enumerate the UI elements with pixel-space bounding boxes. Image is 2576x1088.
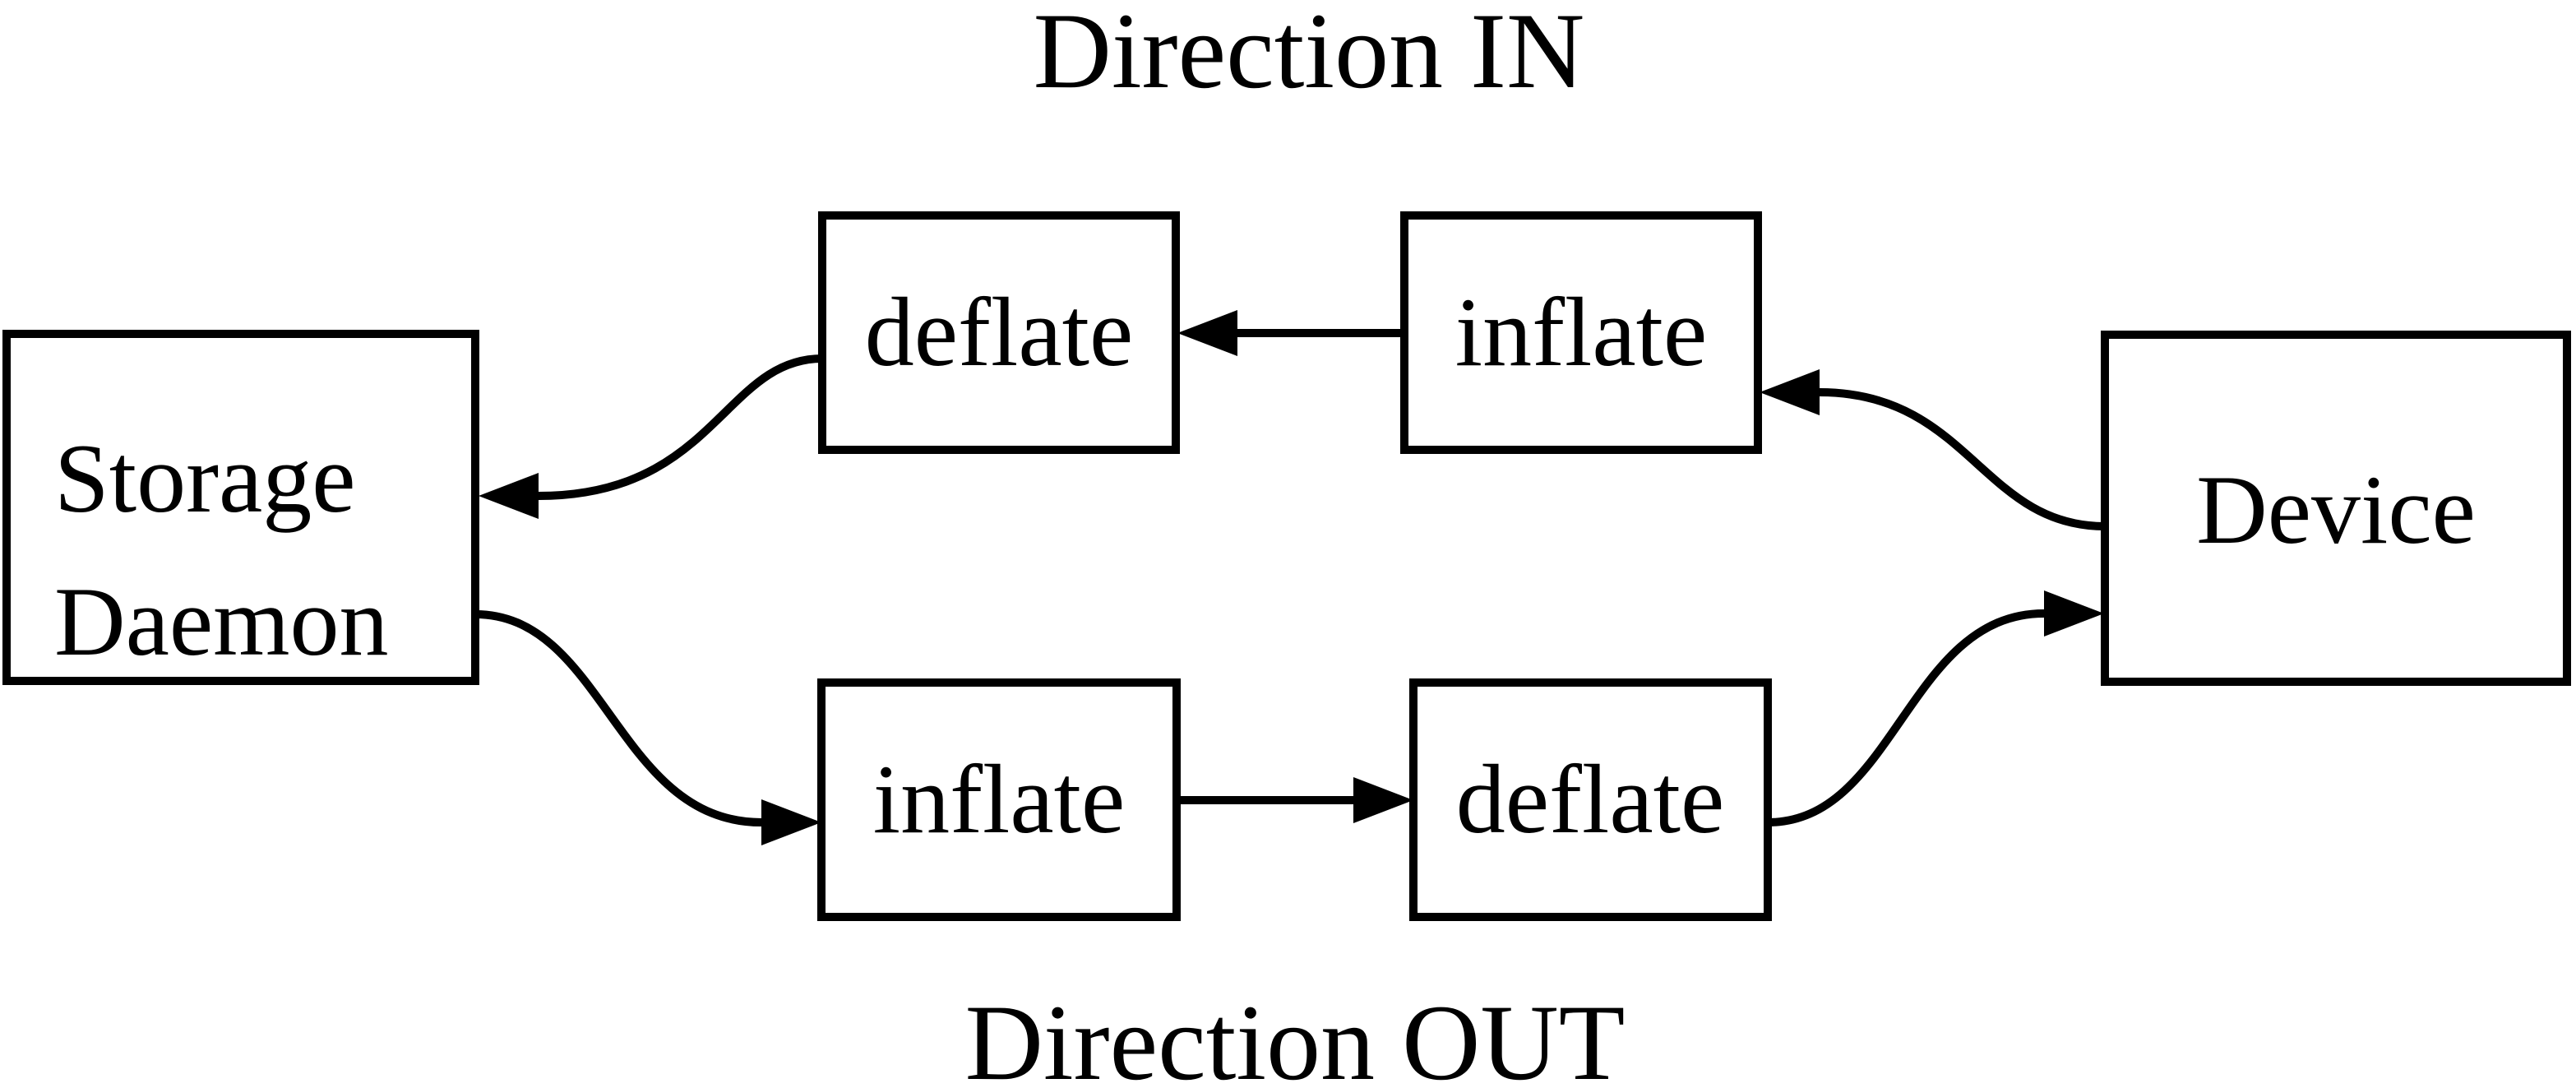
arrowhead-into-inflate-out xyxy=(761,799,821,845)
inflate-in-label: inflate xyxy=(1455,277,1708,387)
direction-in-title: Direction IN xyxy=(1034,0,1585,111)
arrowhead-into-storage-daemon xyxy=(479,473,539,519)
inflate-out-label: inflate xyxy=(873,744,1126,854)
arrow-deflate-in-to-storage-daemon xyxy=(479,354,823,519)
arrowhead-into-deflate-out xyxy=(1353,777,1413,823)
arrowhead-into-deflate-in xyxy=(1177,310,1237,356)
edge-deflate-in-to-storage-daemon xyxy=(538,354,823,500)
storage-daemon-label-line2: Daemon xyxy=(54,567,389,676)
storage-daemon-box: Storage Daemon xyxy=(2,330,479,685)
deflate-out-label: deflate xyxy=(1456,744,1724,854)
arrow-inflate-in-to-deflate-in xyxy=(1177,310,1404,356)
device-rect xyxy=(2101,331,2571,686)
arrowhead-into-device xyxy=(2044,590,2104,637)
inflate-in-box: inflate xyxy=(1400,211,1762,454)
arrow-storage-daemon-to-inflate-out xyxy=(474,610,821,845)
arrow-device-to-inflate-in xyxy=(1760,369,2106,530)
device-label: Device xyxy=(2196,455,2476,564)
deflate-in-box: deflate xyxy=(818,211,1180,454)
deflate-out-rect xyxy=(1409,678,1772,921)
edge-storage-daemon-to-inflate-out xyxy=(474,610,762,826)
inflate-out-box: inflate xyxy=(817,678,1181,921)
inflate-in-rect xyxy=(1400,211,1762,454)
edge-device-to-inflate-in xyxy=(1819,388,2106,530)
inflate-out-rect xyxy=(817,678,1181,921)
edge-deflate-out-to-device xyxy=(1767,609,2045,826)
arrow-deflate-out-to-device xyxy=(1767,590,2104,826)
deflate-out-box: deflate xyxy=(1409,678,1772,921)
direction-out-title: Direction OUT xyxy=(965,982,1626,1088)
storage-daemon-label-line1: Storage xyxy=(54,424,356,533)
arrowhead-into-inflate-in xyxy=(1760,369,1820,415)
arrow-inflate-out-to-deflate-out xyxy=(1177,777,1413,823)
deflate-in-rect xyxy=(818,211,1180,454)
storage-daemon-rect xyxy=(2,330,479,685)
device-box: Device xyxy=(2101,331,2571,686)
deflate-in-label: deflate xyxy=(865,277,1133,387)
